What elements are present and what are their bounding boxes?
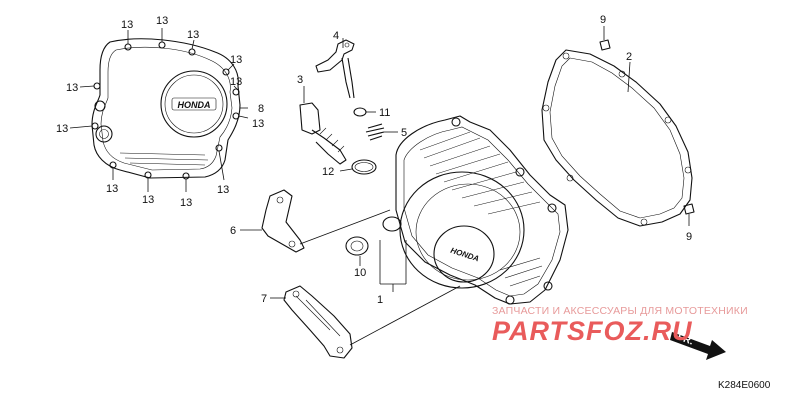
callout-13-k: 13: [66, 82, 78, 94]
diagram-code: K284E0600: [718, 380, 771, 391]
part-7-guide: [270, 285, 461, 359]
callout-13-a: 13: [121, 19, 133, 31]
left-clutch-cover: HONDA: [56, 15, 264, 209]
callout-5: 5: [401, 127, 407, 139]
part-11-ring: [353, 107, 376, 117]
part-9-dowel-bottom: [683, 203, 695, 226]
callout-9-bottom: 9: [686, 231, 692, 243]
watermark-tagline: ЗАПЧАСТИ И АКСЕССУАРЫ ДЛЯ МОТОТЕХНИКИ: [492, 305, 748, 317]
callout-7: 7: [261, 293, 267, 305]
callout-8: 8: [258, 103, 264, 115]
callout-9-top: 9: [600, 14, 606, 26]
watermark-logo: PARTSFOZ.RU: [492, 316, 693, 346]
callout-3: 3: [297, 74, 303, 86]
part-6-bracket: [240, 189, 391, 253]
left-cover-leaders: [69, 28, 249, 192]
callout-13-e: 13: [230, 76, 242, 88]
callout-13-g: 13: [217, 184, 229, 196]
callout-6: 6: [230, 225, 236, 237]
callout-1: 1: [377, 294, 383, 306]
part-4-lever: [315, 38, 355, 99]
callout-10: 10: [354, 267, 366, 279]
fr-label: FR.: [676, 332, 695, 348]
callout-13-j: 13: [106, 183, 118, 195]
part-9-dowel-top: [599, 26, 611, 51]
right-cover-brand: HONDA: [449, 246, 480, 264]
callout-13-d: 13: [230, 54, 242, 66]
cover-hatching: [419, 131, 541, 215]
left-cover-bolts: [91, 41, 240, 180]
callout-4: 4: [333, 30, 339, 42]
callout-11: 11: [379, 107, 390, 119]
part-3-sensor: [299, 86, 347, 165]
callout-12: 12: [322, 166, 334, 178]
callout-13-i: 13: [142, 194, 154, 206]
callout-13-l: 13: [56, 123, 68, 135]
main-crankcase-cover: HONDA: [379, 115, 569, 305]
callout-13-c: 13: [187, 29, 199, 41]
part-12-oring: [339, 159, 377, 175]
callout-13-h: 13: [180, 197, 192, 209]
part-2-gasket: [541, 49, 693, 227]
part-10-seal: [345, 236, 369, 266]
left-cover-brand: HONDA: [178, 100, 211, 110]
front-direction-arrow: FR.: [670, 332, 726, 360]
part-5-spring: [365, 123, 398, 141]
callout-2: 2: [626, 51, 632, 63]
callout-13-b: 13: [156, 15, 168, 27]
callout-13-f: 13: [252, 118, 264, 130]
